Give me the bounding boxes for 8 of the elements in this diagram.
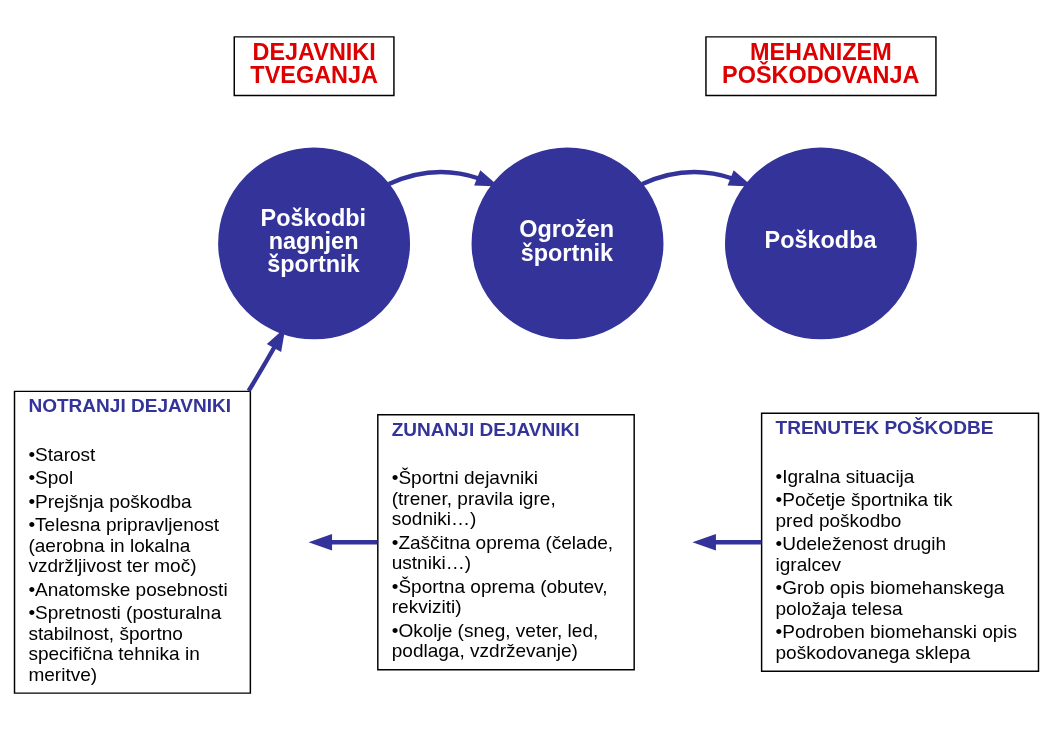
node-box: ZUNANJI DEJAVNIKI •Športni dejavniki (trener, pravila igre, sodniki…) •Zaščitna oprema (čelade, ustniki…) •Športna oprema (obutev, rekviziti) •Okolje (sneg, veter, led, podlaga, vzdrževanje) [377, 413, 635, 670]
node-box: DEJAVNIKI TVEGANJA [233, 35, 395, 96]
arrow [692, 533, 762, 550]
node-box: MEHANIZEM POŠKODOVANJA [705, 35, 937, 96]
arrow [308, 533, 378, 550]
node-box: NOTRANJI DEJAVNIKI •Starost •Spol •Prejšnja poškodba •Telesna pripravljenost (aerobna in lokalna vzdržljivost ter moč) •Anatomske posebnosti •Spretnosti (posturalna stabilnost, športno specifična tehnika in meritve) [13, 390, 252, 694]
node-circle: Poškodbi nagnjen športnik [218, 146, 411, 339]
node-box: TRENUTEK POŠKODBE •Igralna situacija •Početje športnika tik pred poškodbo •Udeleženost drugih igralcev •Grob opis biomehanskega položaja telesa •Podroben biomehanski opis poškodovanega sklepa [760, 412, 1040, 672]
